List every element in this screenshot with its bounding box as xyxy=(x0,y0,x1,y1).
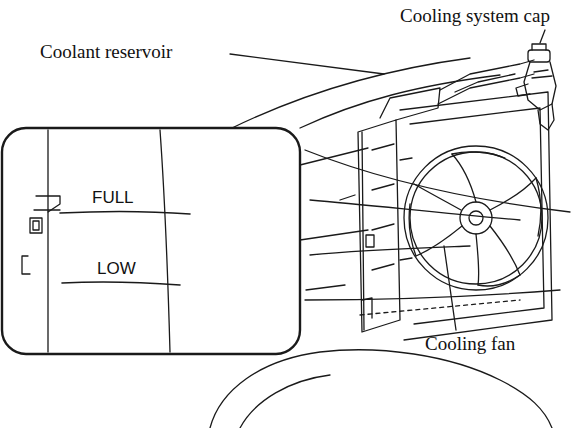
level-mark: FULL xyxy=(92,189,134,208)
level-mark: LOW xyxy=(97,260,136,279)
part-label: Cooling fan xyxy=(425,334,515,355)
part-label: Coolant reservoir xyxy=(40,42,172,63)
part-label: Cooling system cap xyxy=(400,6,550,27)
